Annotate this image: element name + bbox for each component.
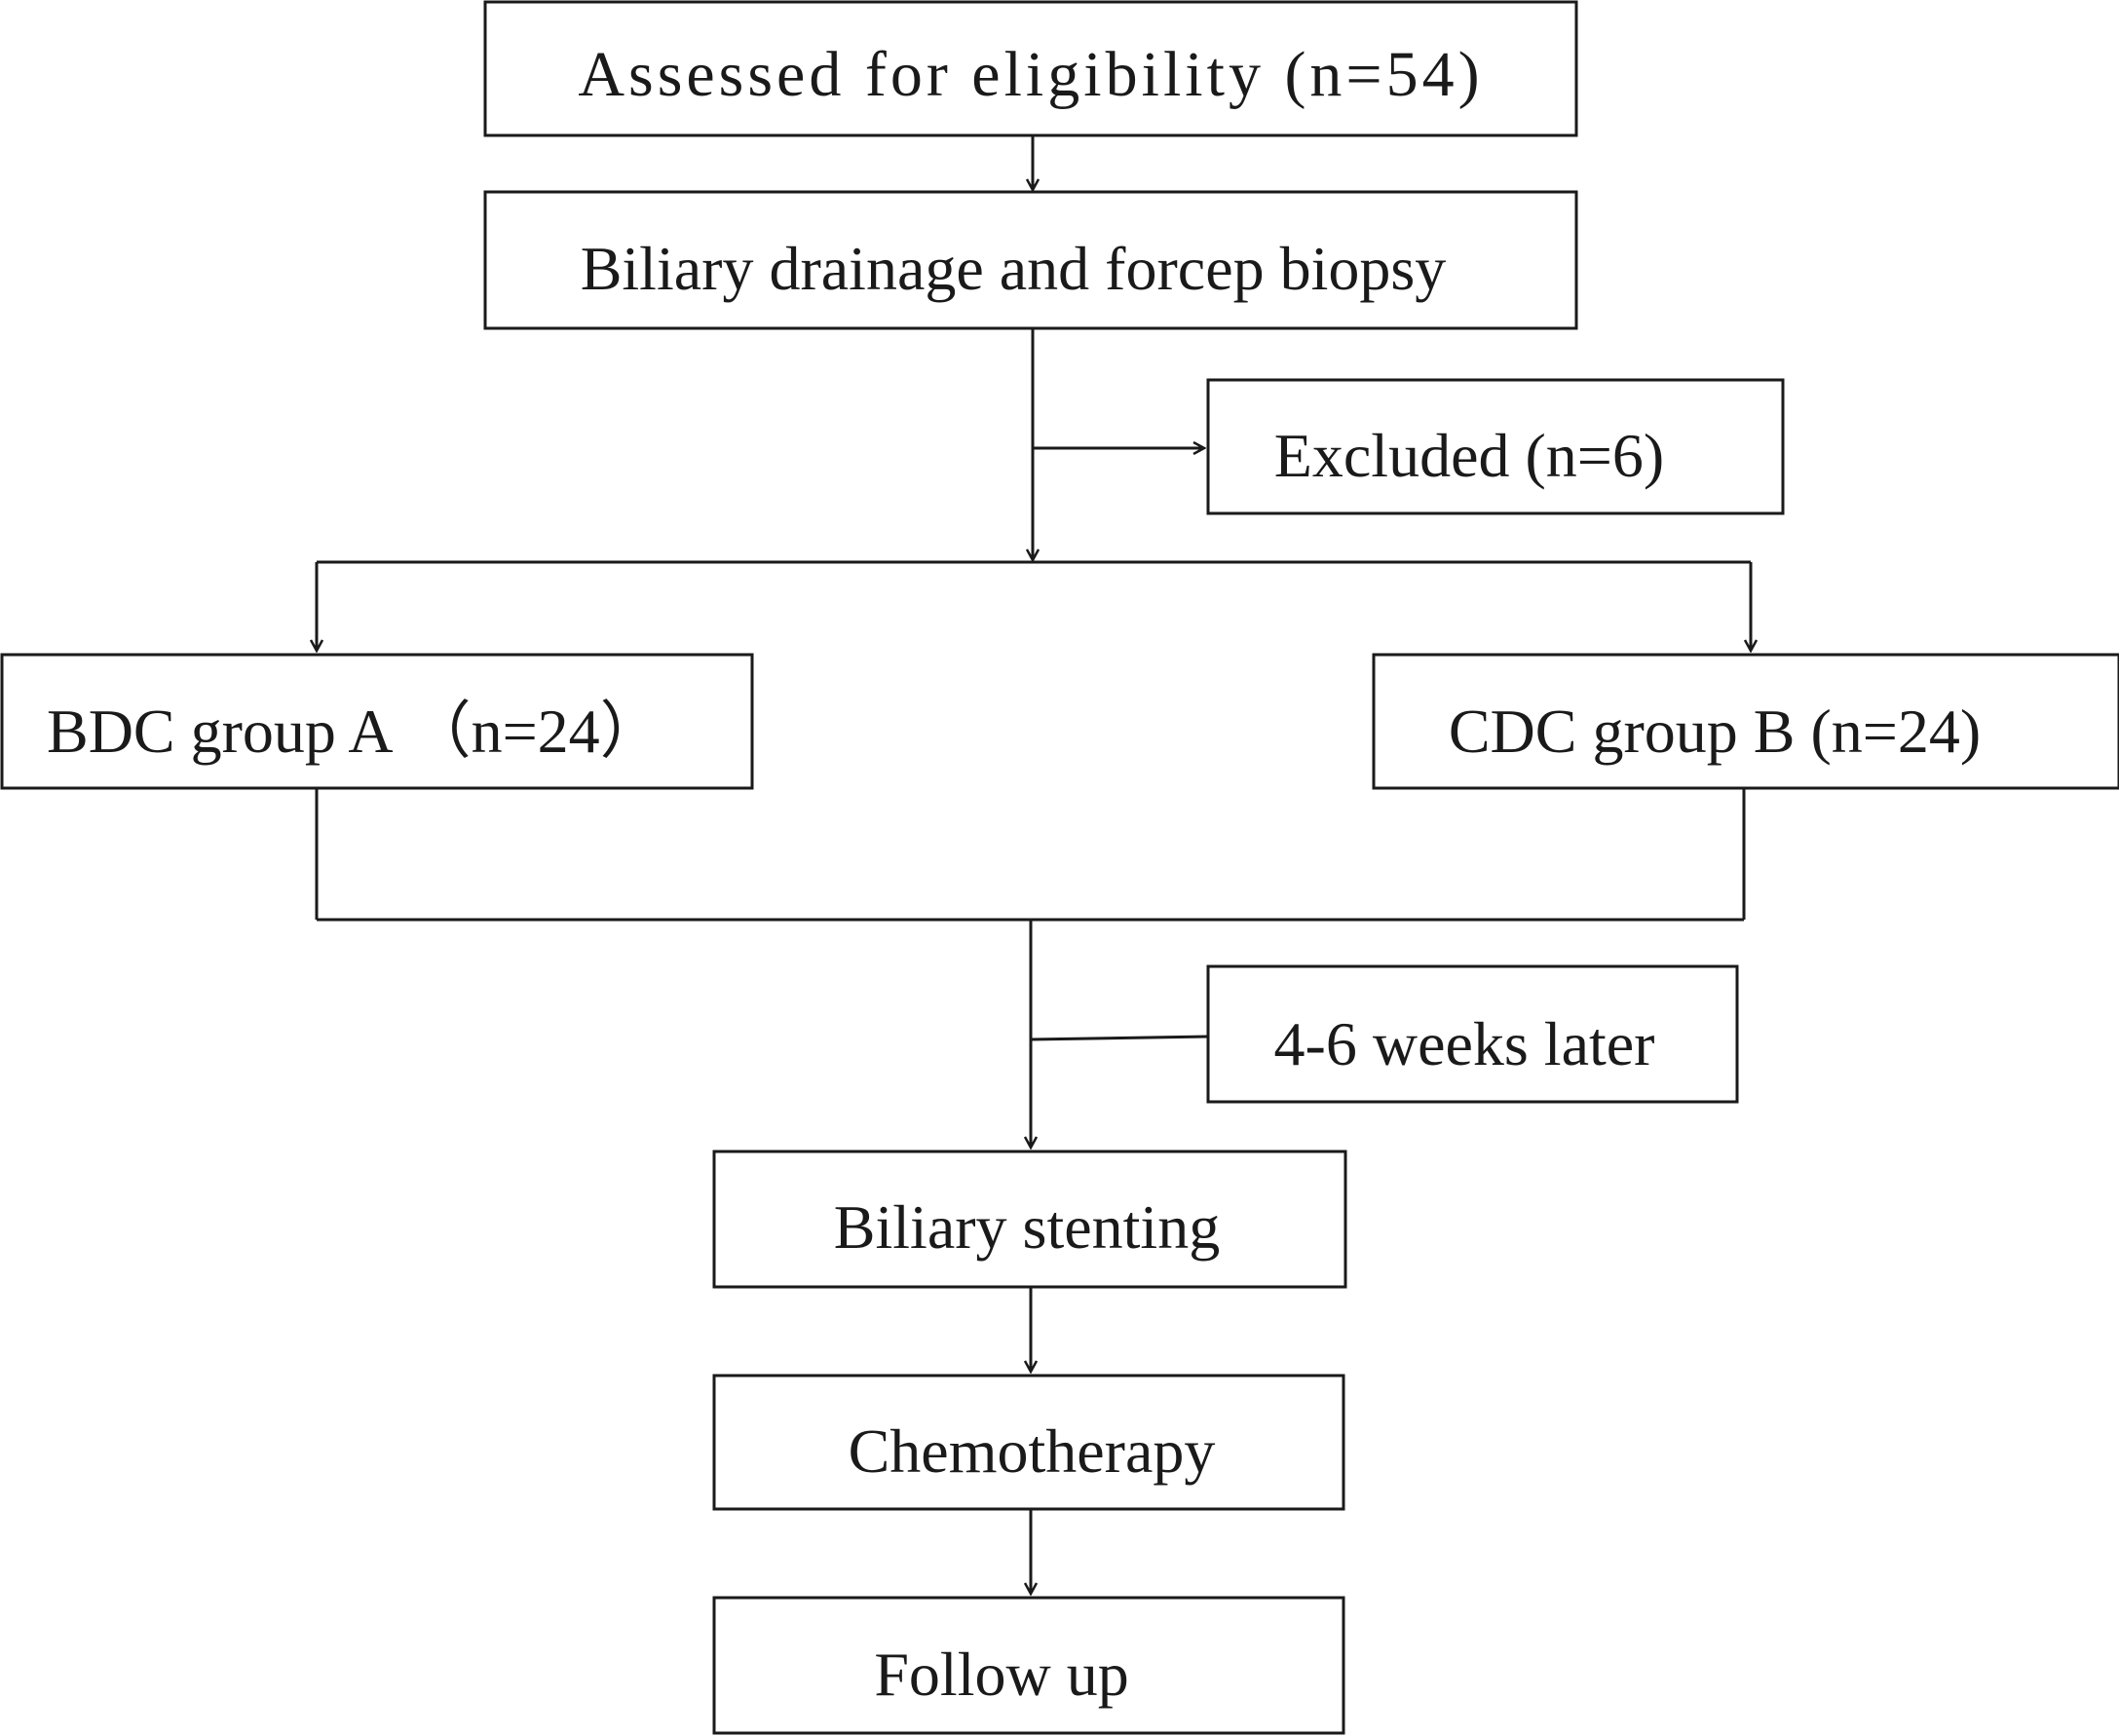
chemotherapy-label: Chemotherapy: [849, 1416, 1216, 1486]
chemotherapy-box: [712, 1374, 1345, 1511]
interval-box: [1206, 964, 1739, 1104]
line-interval-branch: [1030, 1035, 1209, 1041]
excluded-box: [1206, 378, 1785, 515]
assessed-box: [483, 0, 1578, 137]
drainage-label: Biliary drainage and forcep biopsy: [581, 234, 1447, 303]
group-a-box: [0, 653, 754, 790]
group-a-label: BDC group A （n=24）: [47, 697, 662, 766]
group-b-box: [1372, 653, 2119, 790]
excluded-label: Excluded (n=6): [1274, 421, 1664, 490]
follow-up-label: Follow up: [874, 1640, 1128, 1709]
follow-up-box: [712, 1596, 1345, 1735]
group-b-label: CDC group B (n=24): [1449, 697, 1981, 766]
stenting-label: Biliary stenting: [834, 1192, 1220, 1262]
assessed-label: Assessed for eligibility (n=54): [578, 39, 1483, 110]
drainage-box: [483, 190, 1578, 330]
interval-label: 4-6 weeks later: [1274, 1009, 1655, 1078]
